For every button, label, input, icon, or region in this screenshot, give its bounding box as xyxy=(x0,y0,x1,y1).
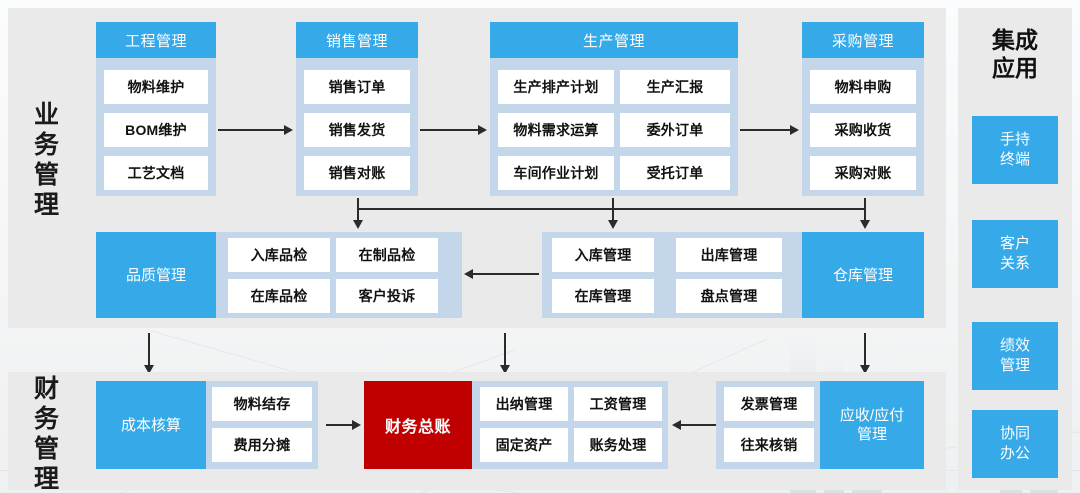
module-tile[interactable]: 在库品检 xyxy=(228,279,330,313)
flow-arrow-line xyxy=(326,424,352,426)
app-label-line2: 办公 xyxy=(999,445,1030,462)
integration-title-line1: 集成 xyxy=(992,27,1038,53)
module-header-sales[interactable]: 销售管理 xyxy=(296,22,418,58)
module-tile[interactable]: 费用分摊 xyxy=(212,428,312,462)
module-tile[interactable]: 出库管理 xyxy=(676,238,782,272)
flow-arrow-head xyxy=(144,365,154,374)
module-tile[interactable]: 采购对账 xyxy=(810,156,916,190)
module-header-engineering[interactable]: 工程管理 xyxy=(96,22,216,58)
flow-drop-line xyxy=(864,198,866,222)
integration-app-handheld-terminal[interactable]: 手持 终端 xyxy=(972,116,1058,184)
module-tile[interactable]: 生产汇报 xyxy=(620,70,730,104)
integration-section-title: 集成 应用 xyxy=(958,26,1072,82)
module-header-warehouse[interactable]: 仓库管理 xyxy=(802,232,924,318)
flow-drop-line xyxy=(612,198,614,222)
app-label-line2: 管理 xyxy=(999,357,1030,374)
flow-arrow-head xyxy=(284,125,293,135)
module-tile[interactable]: 在制品检 xyxy=(336,238,438,272)
module-tile[interactable]: 盘点管理 xyxy=(676,279,782,313)
flow-arrow-head xyxy=(790,125,799,135)
flow-arrow-line xyxy=(473,273,539,275)
module-header-quality[interactable]: 品质管理 xyxy=(96,232,216,318)
ar-ap-label-line1: 应收/应付 xyxy=(839,407,905,424)
flow-bus-line xyxy=(357,208,865,210)
finance-section-label: 财务管理 xyxy=(33,375,60,493)
module-header-receivable-payable[interactable]: 应收/应付 管理 xyxy=(820,381,924,469)
module-tile[interactable]: 工艺文档 xyxy=(104,156,208,190)
module-tile[interactable]: 在库管理 xyxy=(552,279,654,313)
flow-arrow-line xyxy=(420,129,478,131)
ar-ap-label-line2: 管理 xyxy=(856,426,887,443)
module-header-purchasing[interactable]: 采购管理 xyxy=(802,22,924,58)
flow-arrow-head xyxy=(352,420,361,430)
module-tile[interactable]: 入库管理 xyxy=(552,238,654,272)
flow-arrow-head xyxy=(500,365,510,374)
module-tile[interactable]: 账务处理 xyxy=(574,428,662,462)
module-tile[interactable]: 发票管理 xyxy=(724,387,814,421)
app-label-line2: 关系 xyxy=(999,255,1030,272)
flow-drop-line xyxy=(864,333,866,367)
module-tile[interactable]: 工资管理 xyxy=(574,387,662,421)
module-tile[interactable]: 车间作业计划 xyxy=(498,156,614,190)
flow-arrow-head xyxy=(860,220,870,229)
flow-drop-line xyxy=(504,333,506,367)
module-header-production[interactable]: 生产管理 xyxy=(490,22,738,58)
module-tile[interactable]: 委外订单 xyxy=(620,113,730,147)
app-label-line1: 绩效 xyxy=(999,337,1030,354)
module-tile[interactable]: 销售发货 xyxy=(304,113,410,147)
integration-title-line2: 应用 xyxy=(992,55,1038,81)
module-tile[interactable]: 采购收货 xyxy=(810,113,916,147)
module-tile[interactable]: 固定资产 xyxy=(480,428,568,462)
module-tile[interactable]: BOM维护 xyxy=(104,113,208,147)
flow-arrow-line xyxy=(740,129,790,131)
app-label-line2: 终端 xyxy=(999,151,1030,168)
flow-arrow-head xyxy=(608,220,618,229)
flow-arrow-head xyxy=(464,269,473,279)
flow-arrow-head xyxy=(353,220,363,229)
flow-arrow-head xyxy=(860,365,870,374)
module-tile[interactable]: 客户投诉 xyxy=(336,279,438,313)
flow-arrow-line xyxy=(218,129,284,131)
module-header-cost-accounting[interactable]: 成本核算 xyxy=(96,381,206,469)
module-tile[interactable]: 销售订单 xyxy=(304,70,410,104)
module-tile[interactable]: 受托订单 xyxy=(620,156,730,190)
module-tile[interactable]: 入库品检 xyxy=(228,238,330,272)
module-tile[interactable]: 物料需求运算 xyxy=(498,113,614,147)
flow-arrow-head xyxy=(672,420,681,430)
business-section-label: 业务管理 xyxy=(33,101,60,219)
module-tile[interactable]: 销售对账 xyxy=(304,156,410,190)
module-tile[interactable]: 往来核销 xyxy=(724,428,814,462)
integration-app-performance-management[interactable]: 绩效 管理 xyxy=(972,322,1058,390)
integration-app-collaborative-office[interactable]: 协同 办公 xyxy=(972,410,1058,478)
flow-drop-line xyxy=(357,198,359,222)
integration-app-customer-relations[interactable]: 客户 关系 xyxy=(972,220,1058,288)
module-tile[interactable]: 物料结存 xyxy=(212,387,312,421)
module-tile[interactable]: 物料申购 xyxy=(810,70,916,104)
flow-arrow-head xyxy=(478,125,487,135)
flow-drop-line xyxy=(148,333,150,367)
module-tile[interactable]: 物料维护 xyxy=(104,70,208,104)
app-label-line1: 协同 xyxy=(999,425,1030,442)
general-ledger-box[interactable]: 财务总账 xyxy=(364,381,472,469)
module-tile[interactable]: 出纳管理 xyxy=(480,387,568,421)
module-tile[interactable]: 生产排产计划 xyxy=(498,70,614,104)
flow-arrow-line xyxy=(681,424,717,426)
app-label-line1: 手持 xyxy=(999,131,1030,148)
app-label-line1: 客户 xyxy=(999,235,1030,252)
